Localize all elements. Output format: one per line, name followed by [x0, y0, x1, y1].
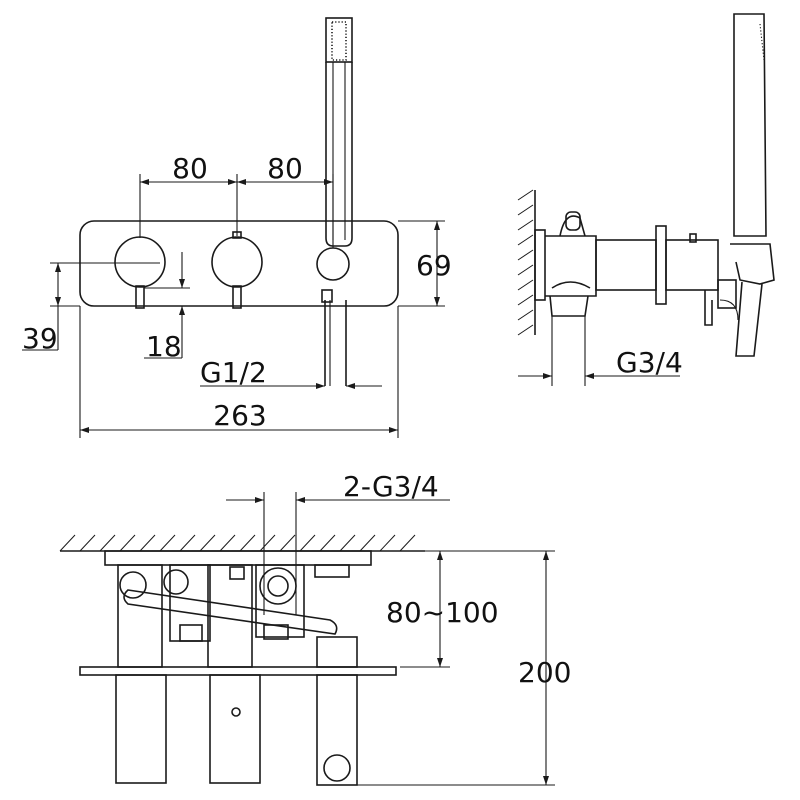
hand-shower — [325, 17, 353, 247]
dim-plate-width: 263 — [213, 399, 266, 432]
dim-knob-height: 39 — [22, 322, 58, 355]
dim-plate-height: 69 — [416, 249, 452, 282]
dim-spacing-right: 80 — [267, 152, 303, 185]
front-view: 80 80 69 39 18 G1/2 263 — [22, 17, 452, 438]
dim-handle-offset: 18 — [146, 330, 182, 363]
shower-holder — [316, 247, 350, 281]
middle-knob — [211, 236, 263, 288]
top-wall-hatch — [59, 534, 416, 552]
wall-hatch — [517, 189, 534, 336]
dim-spacing-left: 80 — [172, 152, 208, 185]
dim-inlet-threads: 2-G3/4 — [343, 470, 439, 503]
dim-total-depth: 200 — [518, 656, 571, 689]
side-view: G3/4 — [517, 13, 775, 386]
dim-depth-range: 80~100 — [386, 596, 499, 629]
dim-inlet-thread: G3/4 — [616, 346, 683, 379]
top-view: 2-G3/4 80~100 200 — [59, 470, 571, 786]
left-knob — [114, 236, 166, 288]
dim-outlet-thread: G1/2 — [200, 356, 267, 389]
